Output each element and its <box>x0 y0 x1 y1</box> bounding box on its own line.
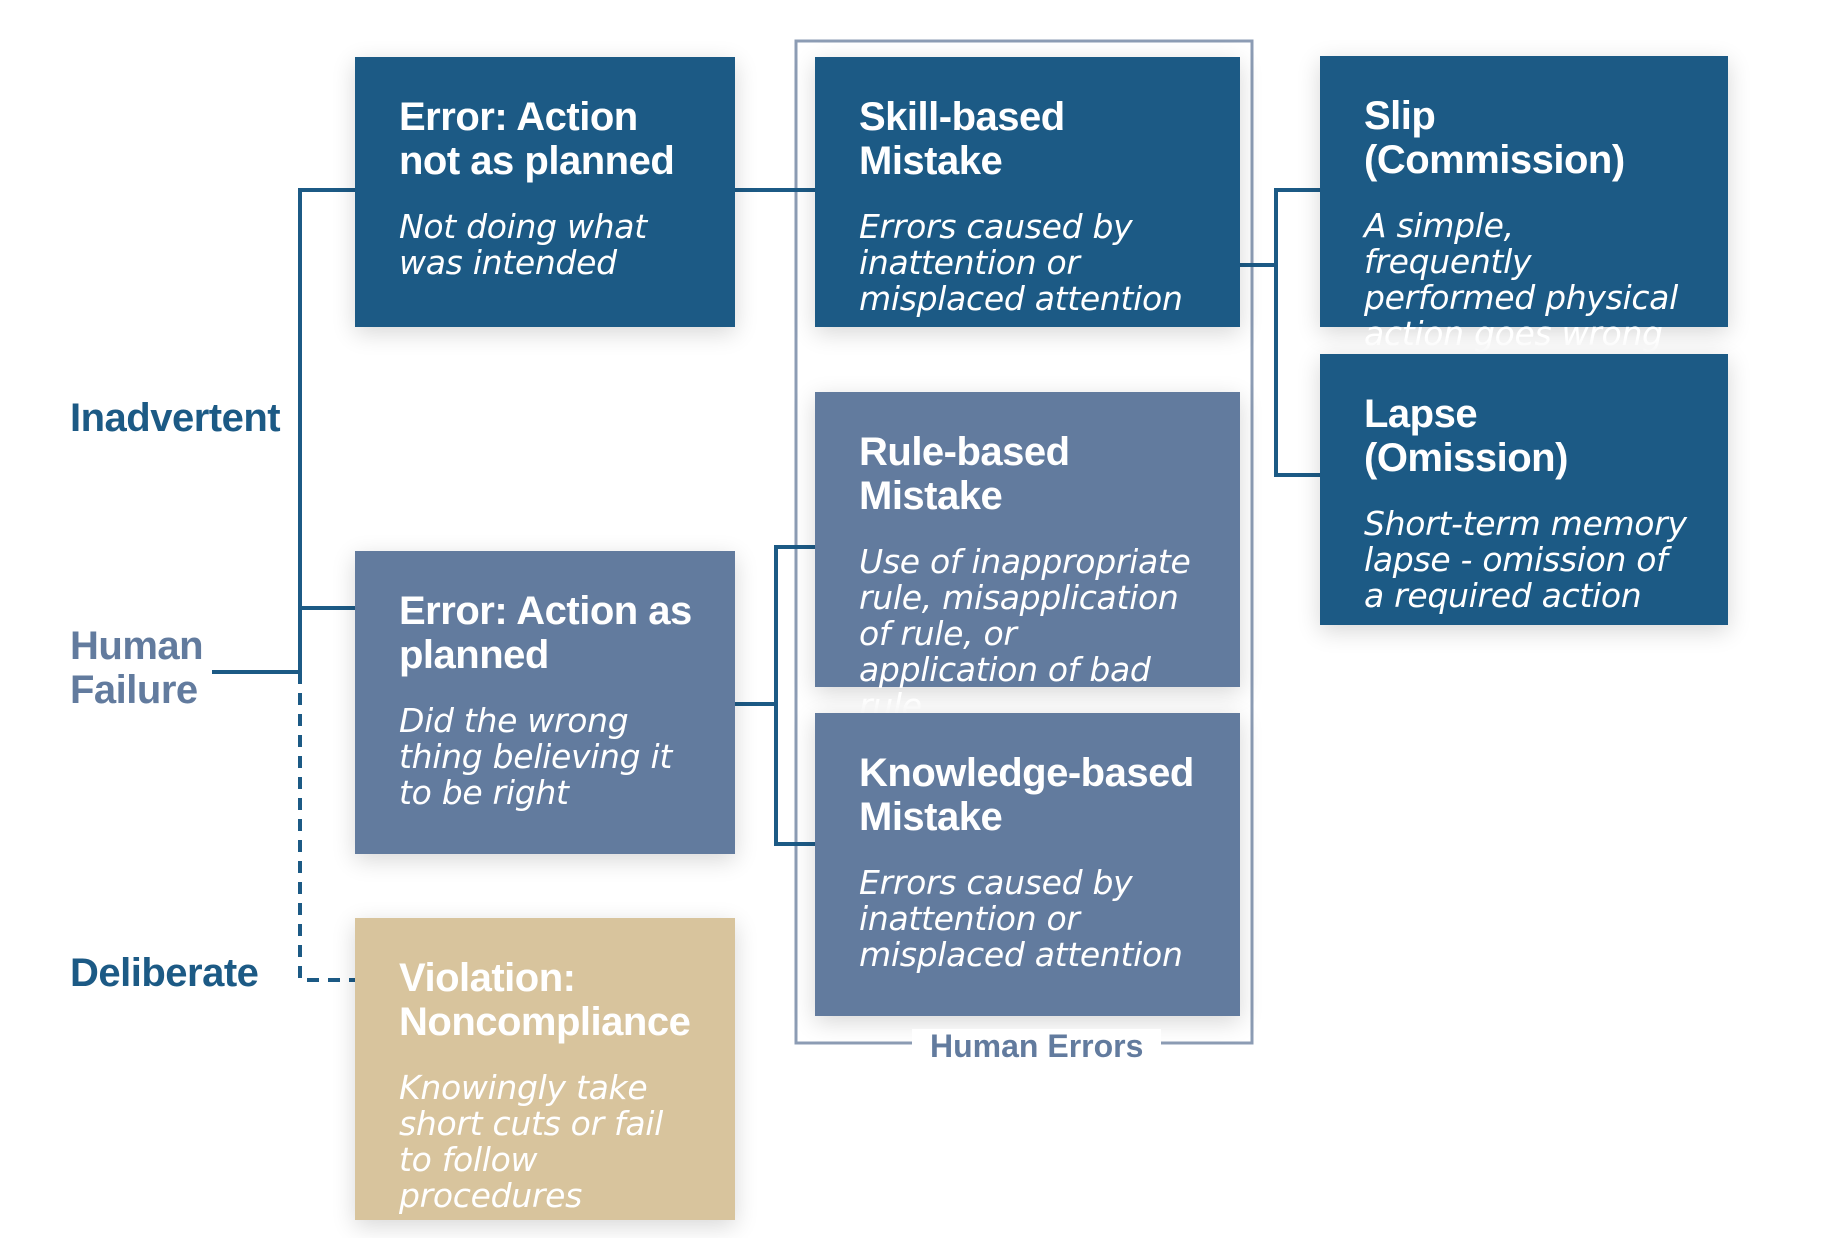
node-action-planned: Error: Action as planned Did the wrong t… <box>355 551 735 854</box>
node-title: Error: Action not as planned <box>399 95 675 183</box>
node-knowledge-based-mistake: Knowledge-based Mistake Errors caused by… <box>815 713 1240 1016</box>
node-description: A simple, frequently performed physical … <box>1364 206 1678 353</box>
label-human-errors: Human Errors <box>912 1029 1162 1063</box>
node-title: Rule-based Mistake <box>859 430 1070 518</box>
label-human-failure: Human Failure <box>70 624 204 712</box>
node-description: Errors caused by inattention or misplace… <box>859 207 1183 318</box>
node-description: Short-term memory lapse - omission of a … <box>1364 504 1687 615</box>
connector-human-failure <box>212 188 355 674</box>
node-title: Error: Action as planned <box>399 589 692 677</box>
node-rule-based-mistake: Rule-based Mistake Use of inappropriate … <box>815 392 1240 724</box>
connector-deliberate-dashed <box>298 672 355 982</box>
node-title: Knowledge-based Mistake <box>859 751 1194 839</box>
node-title: Slip (Commission) <box>1364 94 1625 182</box>
node-lapse: Lapse (Omission) Short-term memory lapse… <box>1320 354 1728 625</box>
node-violation: Violation: Noncompliance Knowingly take … <box>355 918 735 1220</box>
label-inadvertent: Inadvertent <box>70 396 281 440</box>
node-description: Knowingly take short cuts or fail to fol… <box>399 1068 663 1215</box>
node-title: Violation: Noncompliance <box>399 956 691 1044</box>
node-action-not-planned: Error: Action not as planned Not doing w… <box>355 57 735 327</box>
label-deliberate: Deliberate <box>70 951 259 995</box>
node-description: Did the wrong thing believing it to be r… <box>399 701 673 812</box>
connector-slip-lapse <box>1240 188 1320 477</box>
node-skill-based-mistake: Skill-based Mistake Errors caused by ina… <box>815 57 1240 327</box>
node-description: Use of inappropriate rule, misapplicatio… <box>859 542 1191 725</box>
node-description: Errors caused by inattention or misplace… <box>859 863 1183 974</box>
node-title: Lapse (Omission) <box>1364 392 1568 480</box>
connector-rule-knowledge <box>735 545 815 846</box>
node-title: Skill-based Mistake <box>859 95 1065 183</box>
node-description: Not doing what was intended <box>399 207 647 282</box>
node-slip: Slip (Commission) A simple, frequently p… <box>1320 56 1728 352</box>
